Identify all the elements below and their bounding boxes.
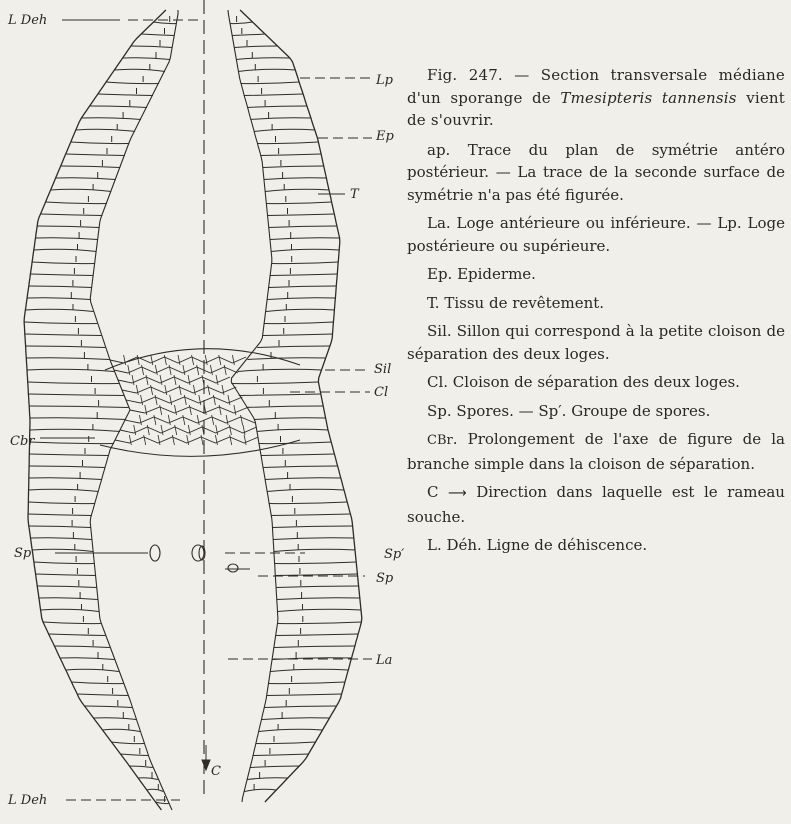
label-cl: Cl	[374, 385, 388, 400]
legend-item: ap. Trace du plan de symétrie antéro pos…	[407, 139, 785, 207]
legend-item: Sp. Spores. — Sp′. Groupe de spores.	[407, 400, 785, 423]
label-sp-left: Sp	[14, 546, 32, 561]
spore-sp-right	[228, 564, 238, 572]
figure-legend: Fig. 247. — Section transversale médiane…	[407, 64, 785, 563]
legend-item-cbr: CBr. Prolongement de l'axe de figure de …	[407, 428, 785, 475]
legend-item: La. Loge antérieure ou inférieure. — Lp.…	[407, 212, 785, 257]
label-ep: Ep	[375, 129, 394, 144]
legend-item-ldeh: L. Déh. Ligne de déhiscence.	[407, 534, 785, 557]
label-sil: Sil	[374, 362, 391, 377]
legend-item: Sil. Sillon qui correspond à la petite c…	[407, 320, 785, 365]
arrow-icon: ⟶	[448, 486, 467, 501]
label-sp-prime: Sp′	[384, 547, 404, 562]
spore-group-sp-prime	[192, 545, 205, 561]
label-sp-right: Sp	[376, 571, 394, 586]
legend-item: Ep. Epiderme.	[407, 263, 785, 286]
label-la: La	[375, 653, 392, 668]
figure-caption: Fig. 247. — Section transversale médiane…	[407, 64, 785, 132]
label-l-deh-top: L Deh	[7, 13, 47, 28]
legend-item-c: C ⟶ Direction dans laquelle est le ramea…	[407, 481, 785, 528]
c-term: C	[427, 483, 438, 501]
cell-walls	[24, 10, 362, 810]
label-c-direction: C	[211, 764, 221, 779]
label-cbr: Cbr	[10, 434, 35, 449]
spore-sp	[150, 545, 160, 561]
cbr-text: . Prolongement de l'axe de figure de la …	[407, 430, 785, 473]
label-l-deh-bottom: L Deh	[7, 793, 47, 808]
cbr-term: CBr	[427, 433, 453, 448]
caption-species: Tmesipteris tannensis	[560, 89, 736, 107]
legend-item: Cl. Cloison de séparation des deux loges…	[407, 371, 785, 394]
sporangium-figure: L Deh Lp Ep T Sil Cl Cbr Sp Sp′ Sp La C …	[0, 0, 405, 824]
label-t: T	[350, 187, 360, 202]
label-lp: Lp	[375, 73, 394, 88]
legend-item: T. Tissu de revêtement.	[407, 292, 785, 315]
